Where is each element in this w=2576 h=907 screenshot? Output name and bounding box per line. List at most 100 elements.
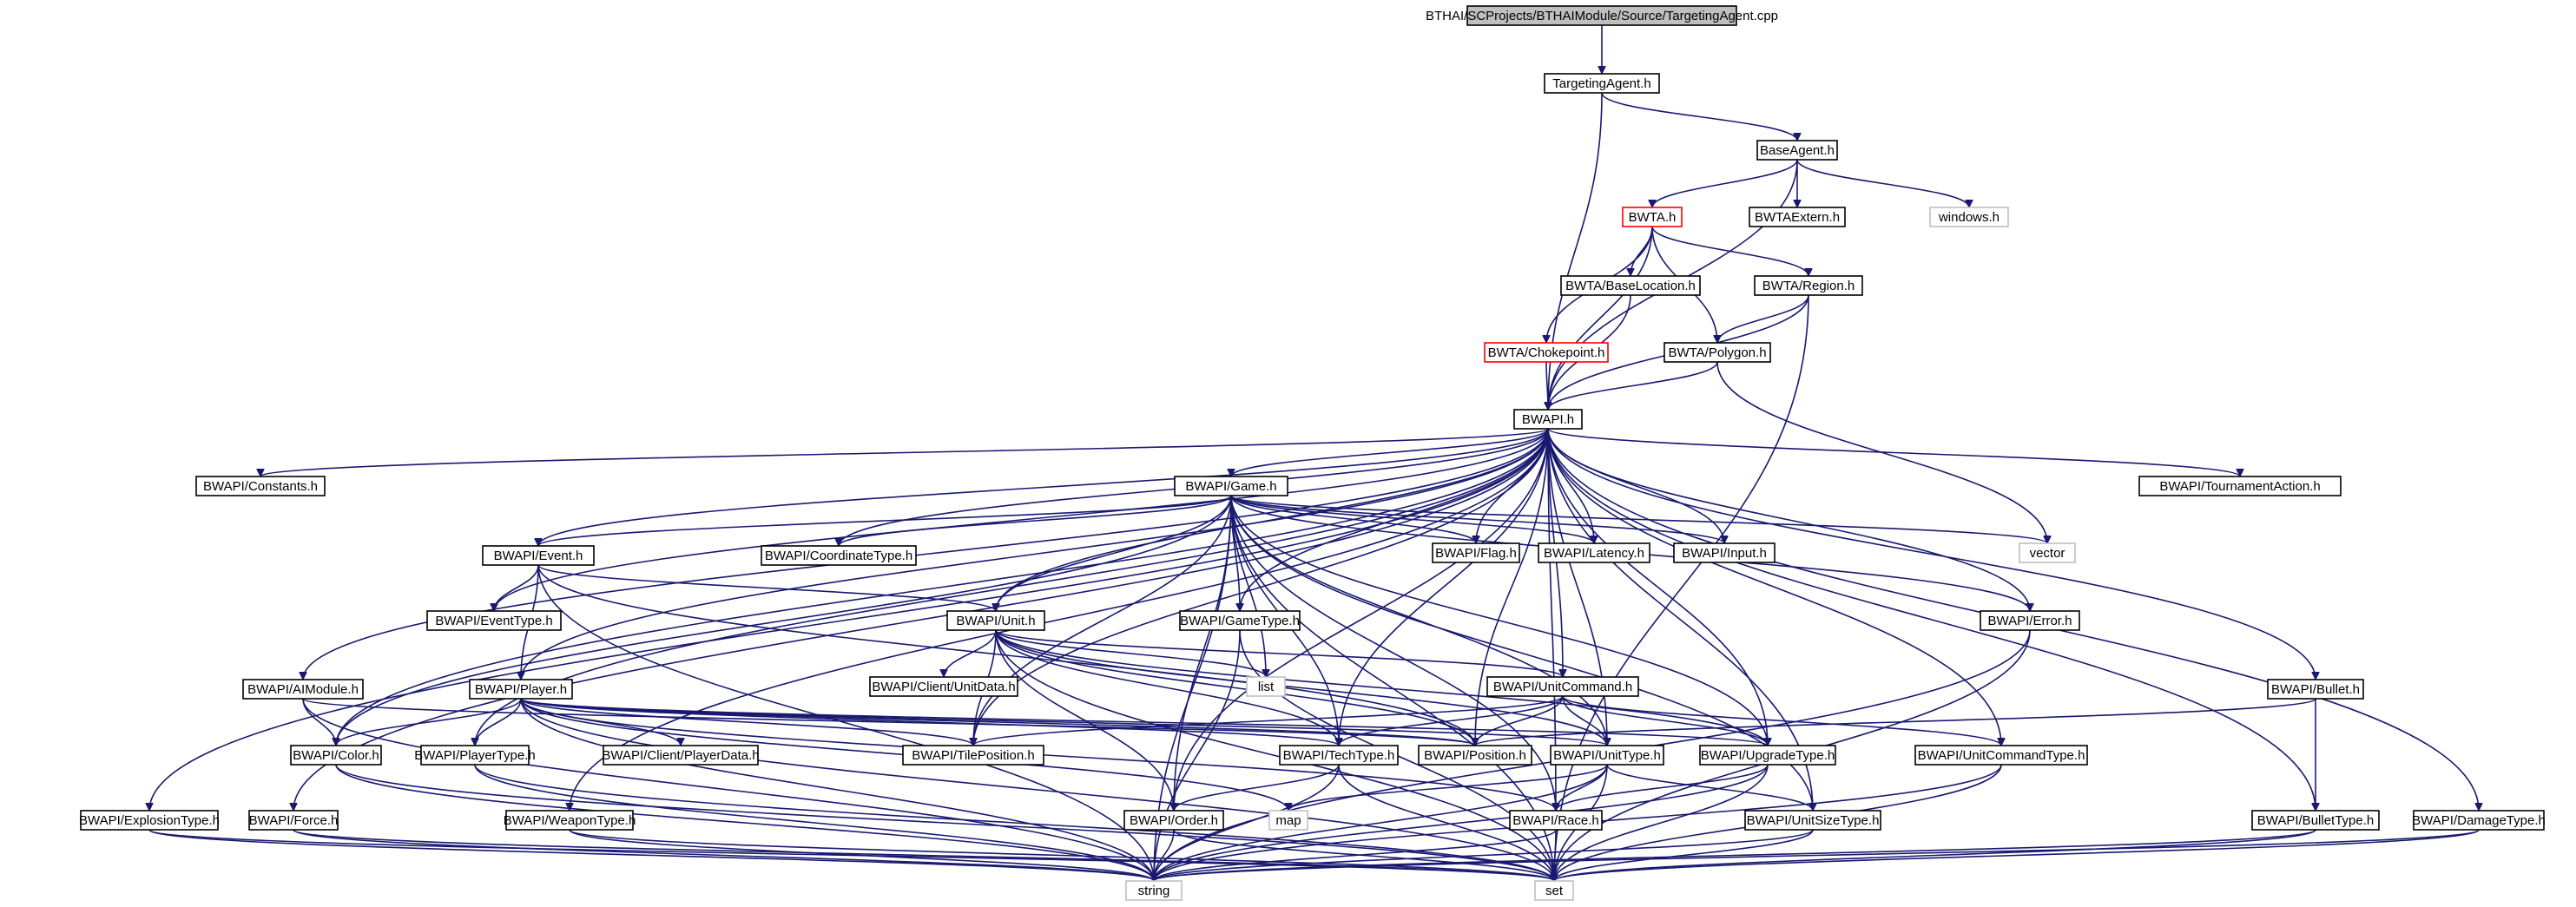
node-box-gametype xyxy=(1179,610,1301,631)
edge-upgradetype-to-string xyxy=(1154,764,1769,882)
node-race[interactable]: BWAPI/Race.h xyxy=(1509,810,1603,831)
node-box-unitsizetype xyxy=(1744,810,1881,831)
node-unittype[interactable]: BWAPI/UnitType.h xyxy=(1550,745,1664,766)
node-box-flag xyxy=(1432,542,1520,563)
edge-damagetype-to-string xyxy=(1154,829,2480,882)
node-clientplayerdata[interactable]: BWAPI/Client/PlayerData.h xyxy=(602,745,760,766)
node-targetingagent[interactable]: TargetingAgent.h xyxy=(1544,73,1660,94)
node-upgradetype[interactable]: BWAPI/UpgradeType.h xyxy=(1699,745,1836,766)
node-vector: vector xyxy=(2019,542,2076,563)
node-label-eventtype: BWAPI/EventType.h xyxy=(435,614,552,628)
node-box-event xyxy=(482,545,595,566)
node-force[interactable]: BWAPI/Force.h xyxy=(248,810,339,831)
node-input[interactable]: BWAPI/Input.h xyxy=(1673,542,1776,563)
node-box-player xyxy=(469,679,573,700)
node-list: list xyxy=(1246,676,1286,697)
edge-unit-to-set xyxy=(995,629,1554,881)
node-unitcommand[interactable]: BWAPI/UnitCommand.h xyxy=(1486,676,1639,697)
node-label-aimodule: BWAPI/AIModule.h xyxy=(247,682,359,697)
edge-unittype-to-unitsizetype xyxy=(1606,764,1813,812)
edge-polygon-to-bwapi xyxy=(1548,361,1718,411)
node-root[interactable]: BTHAI/SCProjects/BTHAIModule/Source/Targ… xyxy=(1426,5,1778,26)
edge-bwapi-to-player xyxy=(521,428,1549,680)
node-bullettype[interactable]: BWAPI/BulletType.h xyxy=(2251,810,2380,831)
node-bwtaextern[interactable]: BWTAExtern.h xyxy=(1749,207,1846,227)
node-label-explosiontype: BWAPI/ExplosionType.h xyxy=(79,813,220,828)
node-box-playertype xyxy=(420,745,530,766)
edge-aimodule-to-position xyxy=(302,698,1475,746)
edge-damagetype-to-set xyxy=(1554,829,2480,882)
edge-race-to-string xyxy=(1154,829,1557,882)
node-eventtype[interactable]: BWAPI/EventType.h xyxy=(426,610,562,631)
node-bwta[interactable]: BWTA.h xyxy=(1622,207,1683,227)
edge-bwapi-to-playertype xyxy=(475,428,1549,746)
node-label-set: set xyxy=(1545,884,1564,898)
node-order[interactable]: BWAPI/Order.h xyxy=(1123,810,1224,831)
node-box-clientplayerdata xyxy=(603,745,759,766)
node-label-list: list xyxy=(1258,680,1275,694)
edge-unitcommand-to-unitcommandtype xyxy=(1562,695,2001,746)
node-chokepoint[interactable]: BWTA/Chokepoint.h xyxy=(1484,342,1609,363)
node-polygon[interactable]: BWTA/Polygon.h xyxy=(1664,342,1771,363)
node-latency[interactable]: BWAPI/Latency.h xyxy=(1538,542,1650,563)
edge-unit-to-clientunitdata xyxy=(944,629,997,678)
node-coordtype[interactable]: BWAPI/CoordinateType.h xyxy=(761,545,917,566)
node-box-explosiontype xyxy=(80,810,219,831)
node-position[interactable]: BWAPI/Position.h xyxy=(1418,745,1532,766)
node-game[interactable]: BWAPI/Game.h xyxy=(1174,476,1288,496)
node-box-unittype xyxy=(1550,745,1664,766)
node-baseagent[interactable]: BaseAgent.h xyxy=(1756,140,1838,161)
edge-bwapi-to-input xyxy=(1547,428,1724,543)
node-player[interactable]: BWAPI/Player.h xyxy=(469,679,573,700)
file-nodes: BTHAI/SCProjects/BTHAIModule/Source/Targ… xyxy=(79,5,2546,901)
edge-bwapi-to-flag xyxy=(1476,428,1549,543)
node-box-tileposition xyxy=(902,745,1044,766)
edge-targetingagent-to-baseagent xyxy=(1601,92,1797,141)
edge-game-to-color xyxy=(336,495,1232,746)
node-label-bwtaextern: BWTAExtern.h xyxy=(1755,210,1840,225)
node-box-position xyxy=(1418,745,1532,766)
node-tournament[interactable]: BWAPI/TournamentAction.h xyxy=(2138,476,2342,496)
node-unit[interactable]: BWAPI/Unit.h xyxy=(946,610,1045,631)
node-gametype[interactable]: BWAPI/GameType.h xyxy=(1179,610,1301,631)
node-damagetype[interactable]: BWAPI/DamageType.h xyxy=(2412,810,2546,831)
node-bullet[interactable]: BWAPI/Bullet.h xyxy=(2267,679,2364,700)
node-playertype[interactable]: BWAPI/PlayerType.h xyxy=(414,745,536,766)
node-label-polygon: BWTA/Polygon.h xyxy=(1668,345,1766,360)
node-box-region xyxy=(1754,275,1863,296)
node-label-color: BWAPI/Color.h xyxy=(293,748,379,763)
node-box-race xyxy=(1509,810,1603,831)
node-aimodule[interactable]: BWAPI/AIModule.h xyxy=(242,679,364,700)
edge-unitsizetype-to-string xyxy=(1154,829,1814,882)
edge-game-to-race xyxy=(1230,495,1556,811)
node-label-baseagent: BaseAgent.h xyxy=(1760,143,1835,158)
edge-bwapi-to-techtype xyxy=(1339,428,1549,746)
node-tileposition[interactable]: BWAPI/TilePosition.h xyxy=(902,745,1044,766)
edge-event-to-unit xyxy=(537,564,996,612)
node-unitsizetype[interactable]: BWAPI/UnitSizeType.h xyxy=(1744,810,1881,831)
edge-bwta-to-region xyxy=(1651,226,1808,277)
node-label-bwta: BWTA.h xyxy=(1629,210,1677,225)
node-constants[interactable]: BWAPI/Constants.h xyxy=(195,476,326,496)
node-unitcommandtype[interactable]: BWAPI/UnitCommandType.h xyxy=(1914,745,2088,766)
edge-force-to-set xyxy=(293,829,1554,882)
edge-bwapi-to-game xyxy=(1231,428,1549,477)
edge-baseagent-to-bwta xyxy=(1652,159,1798,208)
node-label-error: BWAPI/Error.h xyxy=(1988,614,2072,628)
node-box-clientunitdata xyxy=(869,676,1018,697)
node-clientunitdata[interactable]: BWAPI/Client/UnitData.h xyxy=(869,676,1018,697)
edge-techtype-to-order xyxy=(1174,764,1340,812)
node-color[interactable]: BWAPI/Color.h xyxy=(290,745,382,766)
node-techtype[interactable]: BWAPI/TechType.h xyxy=(1279,745,1399,766)
node-weapontype[interactable]: BWAPI/WeaponType.h xyxy=(504,810,636,831)
node-event[interactable]: BWAPI/Event.h xyxy=(482,545,595,566)
node-error[interactable]: BWAPI/Error.h xyxy=(1980,610,2080,631)
node-explosiontype[interactable]: BWAPI/ExplosionType.h xyxy=(79,810,220,831)
node-baselocation[interactable]: BWTA/BaseLocation.h xyxy=(1560,275,1701,296)
edge-weapontype-to-set xyxy=(569,829,1554,882)
node-label-baselocation: BWTA/BaseLocation.h xyxy=(1565,279,1696,293)
node-flag[interactable]: BWAPI/Flag.h xyxy=(1432,542,1520,563)
node-region[interactable]: BWTA/Region.h xyxy=(1754,275,1863,296)
node-bwapi[interactable]: BWAPI.h xyxy=(1513,409,1583,430)
edge-game-to-coordtype xyxy=(839,495,1232,547)
